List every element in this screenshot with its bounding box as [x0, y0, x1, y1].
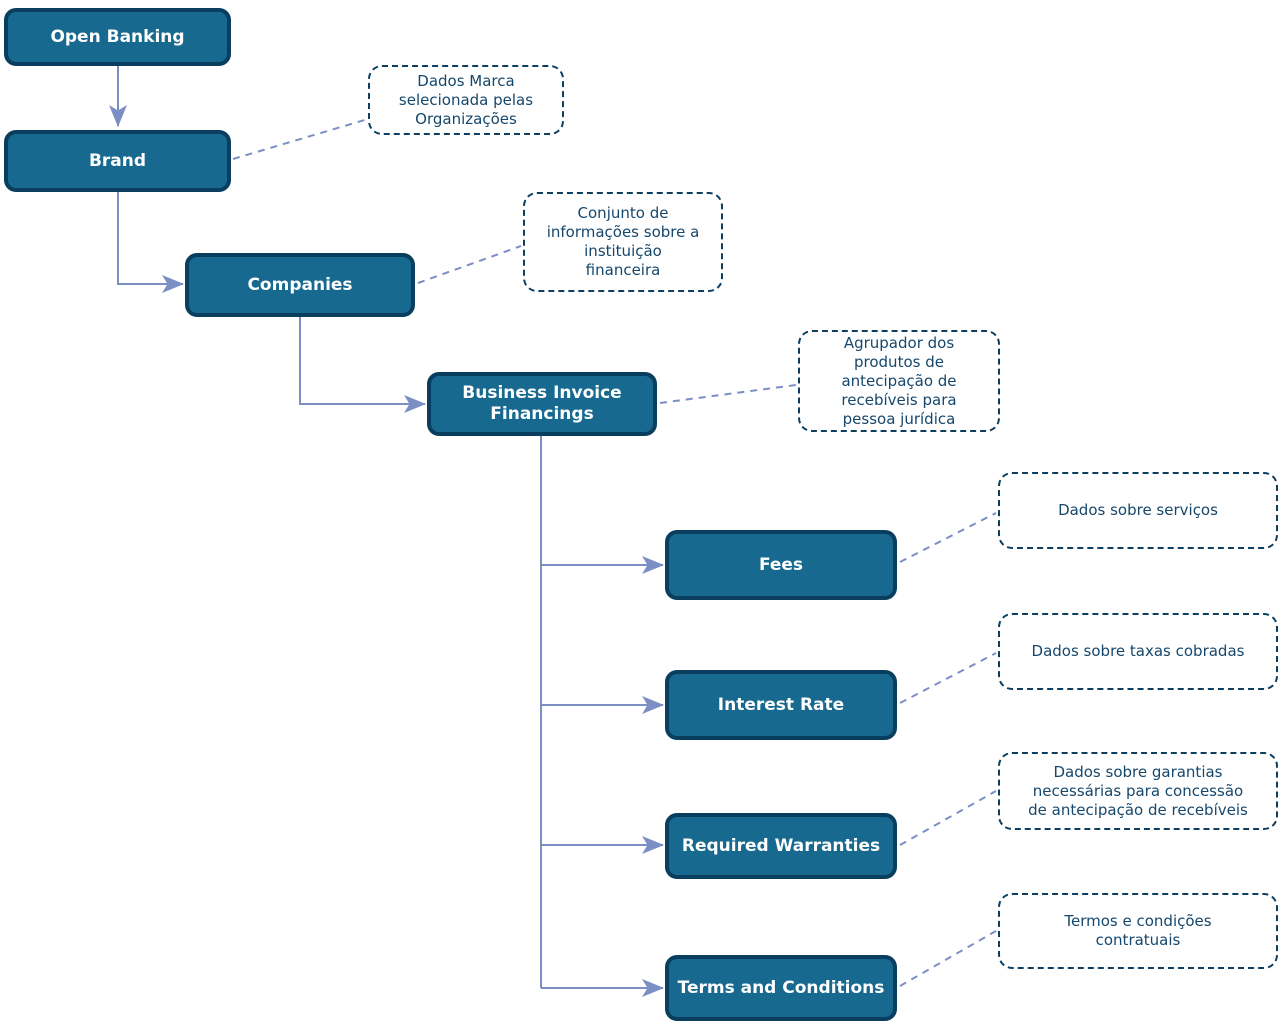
annotation-companies: Conjunto de informações sobre a institui… [523, 192, 723, 292]
node-brand: Brand [4, 130, 231, 192]
annotation-fees: Dados sobre serviços [998, 472, 1278, 549]
node-fees: Fees [665, 530, 897, 600]
link-interest-rate-annotation [899, 652, 997, 704]
node-terms-and-conditions: Terms and Conditions [665, 955, 897, 1021]
annotation-interest-rate: Dados sobre taxas cobradas [998, 613, 1278, 690]
annotation-required-warranties: Dados sobre garantias necessárias para c… [998, 752, 1278, 830]
annotation-business-invoice-financings: Agrupador dos produtos de antecipação de… [798, 330, 1000, 432]
node-required-warranties: Required Warranties [665, 813, 897, 879]
node-interest-rate: Interest Rate [665, 670, 897, 740]
link-terms-and-conditions-annotation [899, 930, 997, 987]
link-companies-annotation [417, 245, 522, 284]
link-fees-annotation [899, 512, 997, 563]
link-required-warranties-annotation [899, 790, 997, 846]
annotation-brand: Dados Marca selecionada pelas Organizaçõ… [368, 65, 564, 135]
annotation-terms-and-conditions: Termos e condições contratuais [998, 893, 1278, 969]
link-business-invoice-financings-annotation [659, 384, 797, 404]
edge-companies-to-business-invoice-financings [299, 317, 426, 413]
node-open-banking: Open Banking [4, 8, 231, 66]
node-companies: Companies [185, 253, 415, 317]
node-business-invoice-financings: Business Invoice Financings [427, 372, 657, 436]
link-brand-annotation [232, 118, 369, 160]
edge-brand-to-companies [117, 192, 184, 293]
